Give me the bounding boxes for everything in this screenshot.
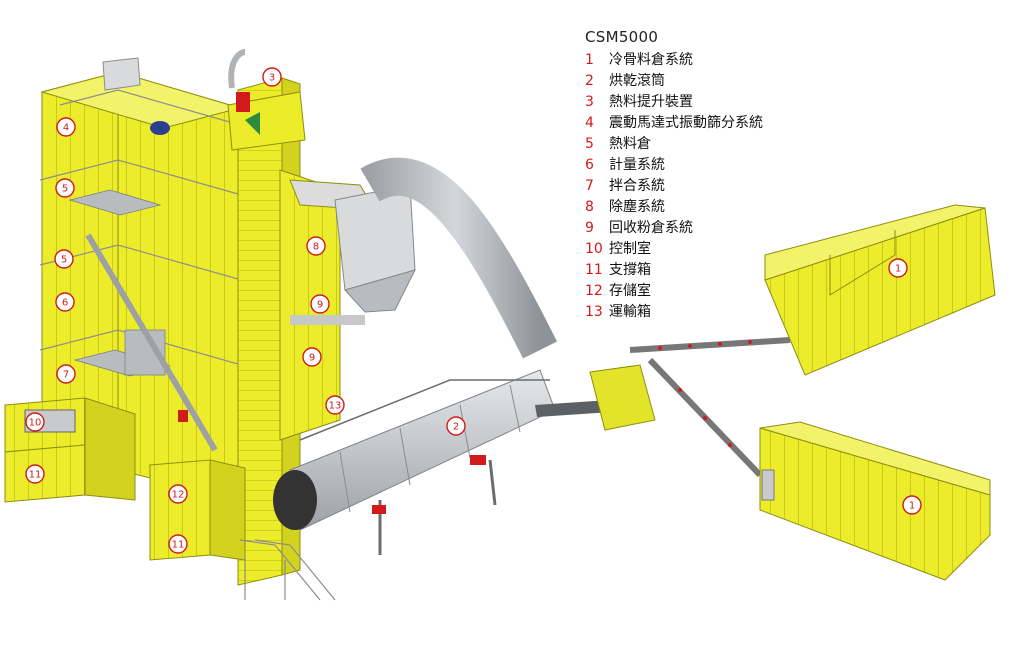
legend-item-label: 熱料倉 <box>609 136 651 152</box>
legend-item-number: 12 <box>585 283 603 299</box>
legend-item-label: 拌合系統 <box>609 178 665 194</box>
legend-item: 10 控制室 <box>585 239 845 260</box>
legend-item-label: 除塵系統 <box>609 199 665 215</box>
legend-item: 4 震動馬達式振動篩分系統 <box>585 113 845 134</box>
callout-marker: 2 <box>446 416 466 436</box>
callout-marker: 9 <box>302 347 322 367</box>
callout-number: 11 <box>29 470 42 481</box>
callout-number: 5 <box>61 255 67 266</box>
callout-marker: 4 <box>56 117 76 137</box>
callout-marker: 8 <box>306 236 326 256</box>
callout-number: 2 <box>453 422 459 433</box>
legend-item: 5 熱料倉 <box>585 134 845 155</box>
feed-conveyor <box>535 337 791 478</box>
legend-item-label: 烘乾滾筒 <box>609 73 665 89</box>
callout-number: 5 <box>62 184 68 195</box>
legend-item: 6 計量系統 <box>585 155 845 176</box>
control-room <box>4 397 136 503</box>
legend-item-label: 運輸箱 <box>609 304 651 320</box>
callout-number: 6 <box>62 298 68 309</box>
callout-number: 9 <box>309 353 315 364</box>
callout-number: 1 <box>895 264 901 275</box>
callout-number: 11 <box>172 540 185 551</box>
legend-item: 2 烘乾滾筒 <box>585 71 845 92</box>
callout-marker: 1 <box>888 258 908 278</box>
legend-item-label: 控制室 <box>609 241 651 257</box>
legend-item: 1 冷骨料倉系統 <box>585 50 845 71</box>
legend-item: 3 熱料提升裝置 <box>585 92 845 113</box>
legend-item-label: 冷骨料倉系統 <box>609 52 693 68</box>
cold-bin-lower <box>759 421 991 581</box>
legend-item-number: 10 <box>585 241 603 257</box>
legend-item-label: 支撐箱 <box>609 262 651 278</box>
callout-number: 13 <box>329 401 342 412</box>
legend-item-label: 計量系統 <box>609 157 665 173</box>
legend-item-number: 11 <box>585 262 603 278</box>
legend-item-number: 2 <box>585 73 594 89</box>
callout-number: 1 <box>909 501 915 512</box>
baghouse <box>334 157 557 359</box>
callout-number: 12 <box>172 490 185 501</box>
legend-item-number: 13 <box>585 304 603 320</box>
legend-item-number: 6 <box>585 157 594 173</box>
legend-item-number: 4 <box>585 115 594 131</box>
legend-item-number: 5 <box>585 136 594 152</box>
callout-marker: 10 <box>25 412 45 432</box>
legend-item-label: 回收粉倉系統 <box>609 220 693 236</box>
callout-marker: 13 <box>325 395 345 415</box>
dryer-drum <box>273 369 556 555</box>
callout-marker: 5 <box>55 178 75 198</box>
legend-item: 12 存儲室 <box>585 281 845 302</box>
callout-marker: 12 <box>168 484 188 504</box>
callout-marker: 3 <box>262 67 282 87</box>
legend-item: 7 拌合系統 <box>585 176 845 197</box>
legend-title: CSM5000 <box>585 28 659 46</box>
callout-marker: 6 <box>55 292 75 312</box>
callout-marker: 11 <box>25 464 45 484</box>
legend-item: 8 除塵系統 <box>585 197 845 218</box>
callout-number: 10 <box>29 418 42 429</box>
callout-marker: 1 <box>902 495 922 515</box>
legend-item-label: 熱料提升裝置 <box>609 94 693 110</box>
mixing-tower <box>39 57 246 501</box>
callout-number: 7 <box>63 370 69 381</box>
legend-item-number: 8 <box>585 199 594 215</box>
legend-item-number: 3 <box>585 94 594 110</box>
callout-number: 4 <box>63 123 69 134</box>
legend-item-label: 震動馬達式振動篩分系統 <box>609 115 763 131</box>
callout-marker: 9 <box>310 294 330 314</box>
legend-item: 13 運輸箱 <box>585 302 845 323</box>
legend-list: 1 冷骨料倉系統 2 烘乾滾筒 3 熱料提升裝置 4 震動馬達式振動篩分系統 5 熱料倉 6 計量系統… <box>585 50 845 323</box>
legend-item-number: 9 <box>585 220 594 236</box>
callout-marker: 7 <box>56 364 76 384</box>
callout-number: 9 <box>317 300 323 311</box>
legend-item: 11 支撐箱 <box>585 260 845 281</box>
legend-item-number: 1 <box>585 52 594 68</box>
callout-marker: 11 <box>168 534 188 554</box>
legend-item: 9 回收粉倉系統 <box>585 218 845 239</box>
legend: CSM5000 1 冷骨料倉系統 2 烘乾滾筒 3 熱料提升裝置 4 震動馬達式振動篩分系統 5… <box>585 28 845 323</box>
storage-room <box>149 459 246 561</box>
legend-item-number: 7 <box>585 178 594 194</box>
callout-number: 8 <box>313 242 319 253</box>
cold-bin-upper <box>764 204 996 376</box>
stairs <box>239 539 336 601</box>
callout-number: 3 <box>269 73 275 84</box>
callout-marker: 5 <box>54 249 74 269</box>
legend-item-label: 存儲室 <box>609 283 651 299</box>
